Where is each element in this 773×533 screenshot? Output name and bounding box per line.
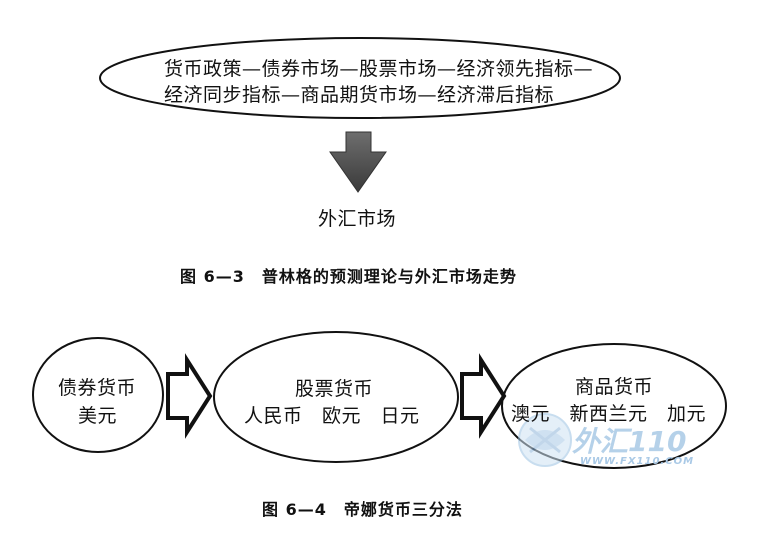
ellipse-line-1: 货币政策—债券市场—股票市场—经济领先指标— <box>164 58 594 80</box>
bond-currency-circle <box>32 337 164 453</box>
policy-chain-ellipse <box>99 37 621 119</box>
right-arrow-icon-1 <box>166 353 213 439</box>
figure-6-4-caption: 图 6—4 帝娜货币三分法 <box>262 500 463 519</box>
fx-market-label: 外汇市场 <box>318 208 397 230</box>
watermark-brand: 外汇110 <box>572 425 687 458</box>
commodity-currency-ellipse <box>501 343 727 469</box>
down-arrow-icon <box>329 131 387 193</box>
bond-currency-label: 债券货币 <box>58 377 137 399</box>
figure-6-3-caption: 图 6—3 普林格的预测理论与外汇市场走势 <box>180 267 517 286</box>
equity-currency-label: 股票货币 <box>295 378 374 400</box>
commodity-currency-label: 商品货币 <box>575 376 654 398</box>
fx110-logo-icon <box>518 413 572 467</box>
usd-label: 美元 <box>78 405 118 427</box>
right-arrow-icon-2 <box>460 353 507 439</box>
equity-currency-ellipse <box>213 331 459 463</box>
ellipse-line-2: 经济同步指标—商品期货市场—经济滞后指标 <box>164 84 555 106</box>
equity-currencies-list: 人民币 欧元 日元 <box>244 405 420 427</box>
watermark-url: WWW.FX110.COM <box>580 456 695 467</box>
commodity-currencies-list: 澳元 新西兰元 加元 <box>511 403 707 425</box>
